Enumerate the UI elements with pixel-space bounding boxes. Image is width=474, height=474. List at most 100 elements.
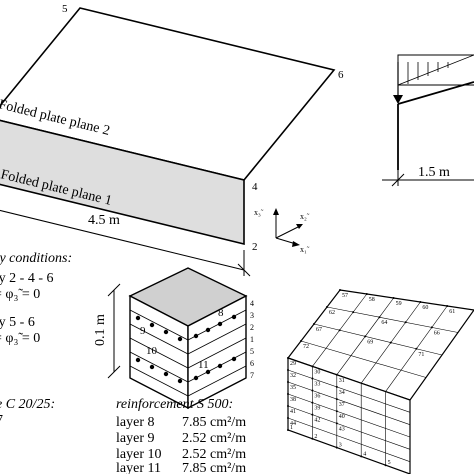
mesh-node	[287, 393, 289, 395]
mesh-node-label: 58	[369, 297, 375, 303]
concrete-line-1: e C 20/25:	[0, 397, 55, 412]
mesh-node	[311, 365, 314, 368]
mesh-line	[300, 340, 427, 378]
length-dimension: 4.5 m	[0, 209, 251, 277]
mesh-node	[446, 305, 449, 307]
thickness-label: 0.1 m	[93, 314, 108, 346]
axis-x2-label: x₂̃	[300, 212, 310, 221]
layer-num-3: 3	[250, 311, 254, 320]
mesh-node-label: 33	[314, 381, 320, 387]
mesh-node	[404, 321, 407, 324]
mesh-node	[311, 389, 314, 392]
mesh-node-label: 69	[367, 339, 373, 345]
mesh-node	[392, 297, 395, 299]
mesh-node-label: 36	[314, 394, 320, 400]
mesh-node	[378, 316, 381, 319]
mesh-node	[352, 311, 355, 314]
mesh-node-label: 2	[314, 434, 317, 440]
layer-num-5: 5	[250, 347, 254, 356]
mesh-node	[338, 329, 341, 332]
mesh-line	[287, 357, 411, 401]
mesh-node	[311, 377, 314, 380]
section-flange	[397, 81, 474, 105]
mesh-node-label: 31	[339, 378, 345, 384]
mesh-node-label: 61	[449, 309, 455, 315]
mesh-node-label: 67	[316, 327, 322, 333]
fe-mesh: 5758596061626466676971722930313233343536…	[287, 289, 474, 474]
mesh-node-label: 35	[290, 385, 296, 391]
boundary-line-1: ry 2 - 4 - 6	[0, 271, 54, 286]
node-6-label: 6	[338, 69, 344, 81]
mesh-node	[311, 413, 314, 416]
mesh-node	[415, 347, 418, 350]
concrete-info: e C 20/25: 7	[0, 397, 55, 428]
mesh-line	[287, 405, 411, 450]
mesh-line	[287, 393, 411, 438]
mesh-node	[364, 335, 367, 338]
mesh-node-label: 62	[329, 310, 335, 316]
mesh-node	[335, 385, 338, 388]
mesh-node	[326, 306, 328, 308]
reinf-value-8: 7.85 cm²/m	[182, 415, 246, 430]
mesh-node-label: 66	[434, 330, 440, 336]
layer-num-4: 4	[250, 299, 254, 308]
mesh-node	[430, 326, 433, 329]
boundary-line-2: = φ₃̃ = 0	[0, 287, 40, 302]
mesh-node	[360, 455, 363, 458]
cross-section: 1.5 m	[382, 54, 474, 187]
mesh-node-label: 71	[418, 352, 424, 358]
mesh-node	[335, 398, 338, 401]
mesh-line	[287, 381, 411, 425]
mesh-node	[335, 373, 338, 376]
layer-9-label: 9	[140, 325, 146, 337]
plate-plane-1	[0, 119, 245, 246]
mesh-line	[326, 306, 459, 333]
mesh-node-label: 64	[381, 320, 387, 326]
mesh-node	[287, 405, 289, 407]
reinforcement-title: reinforcement S 500:	[116, 397, 233, 412]
layered-block: 9 8 10 11 0.1 m 4 3 2 1 5 6 7	[93, 267, 254, 410]
reinforcement-table: reinforcement S 500: layer 8 7.85 cm²/m …	[116, 397, 246, 474]
layer-num-2: 2	[250, 323, 254, 332]
mesh-node-label: 41	[290, 409, 296, 415]
mesh-node	[287, 417, 289, 419]
mesh-node	[300, 340, 302, 342]
mesh-line	[287, 417, 411, 462]
mesh-node	[287, 369, 289, 371]
mesh-line	[313, 323, 443, 356]
mesh-node	[311, 437, 314, 440]
layer-num-1: 1	[250, 335, 254, 344]
mesh-node-label: 43	[339, 426, 345, 432]
block-right-face	[187, 294, 247, 410]
folded-plate: 5 6 4 2 Folded plate plane 2 Folded plat…	[0, 3, 344, 277]
layer-10-label: 10	[146, 345, 158, 357]
mesh-node-label: 30	[314, 369, 320, 375]
mesh-node	[311, 401, 314, 404]
mesh-node	[335, 446, 338, 449]
load-arrow-icon	[393, 95, 403, 104]
mesh-node-label: 1	[290, 425, 293, 431]
reinf-layer-9: layer 9	[116, 431, 154, 446]
mesh-node-label: 40	[339, 414, 345, 420]
node-5-label: 5	[62, 3, 68, 15]
mesh-node	[335, 410, 338, 413]
mesh-node	[384, 464, 387, 467]
reinf-value-9: 2.52 cm²/m	[182, 431, 246, 446]
axis-x1-label: x₁̃	[300, 245, 310, 254]
mesh-node-label: 42	[314, 418, 320, 424]
mesh-node-label: 57	[342, 293, 348, 299]
mesh-node-label: 38	[290, 397, 296, 403]
node-4-label: 4	[252, 181, 258, 193]
node-2-label: 2	[252, 241, 258, 253]
span-label: 1.5 m	[418, 165, 450, 180]
mesh-node-label: 5	[388, 460, 391, 466]
boundary-title: ry conditions:	[0, 251, 72, 266]
boundary-line-3: ry 5 - 6	[0, 315, 35, 330]
mesh-node	[287, 429, 289, 431]
mesh-node-label: 39	[314, 406, 320, 412]
layer-8-label: 8	[218, 307, 224, 319]
mesh-node	[365, 293, 368, 295]
mesh-node	[339, 289, 341, 291]
length-label: 4.5 m	[88, 213, 120, 228]
